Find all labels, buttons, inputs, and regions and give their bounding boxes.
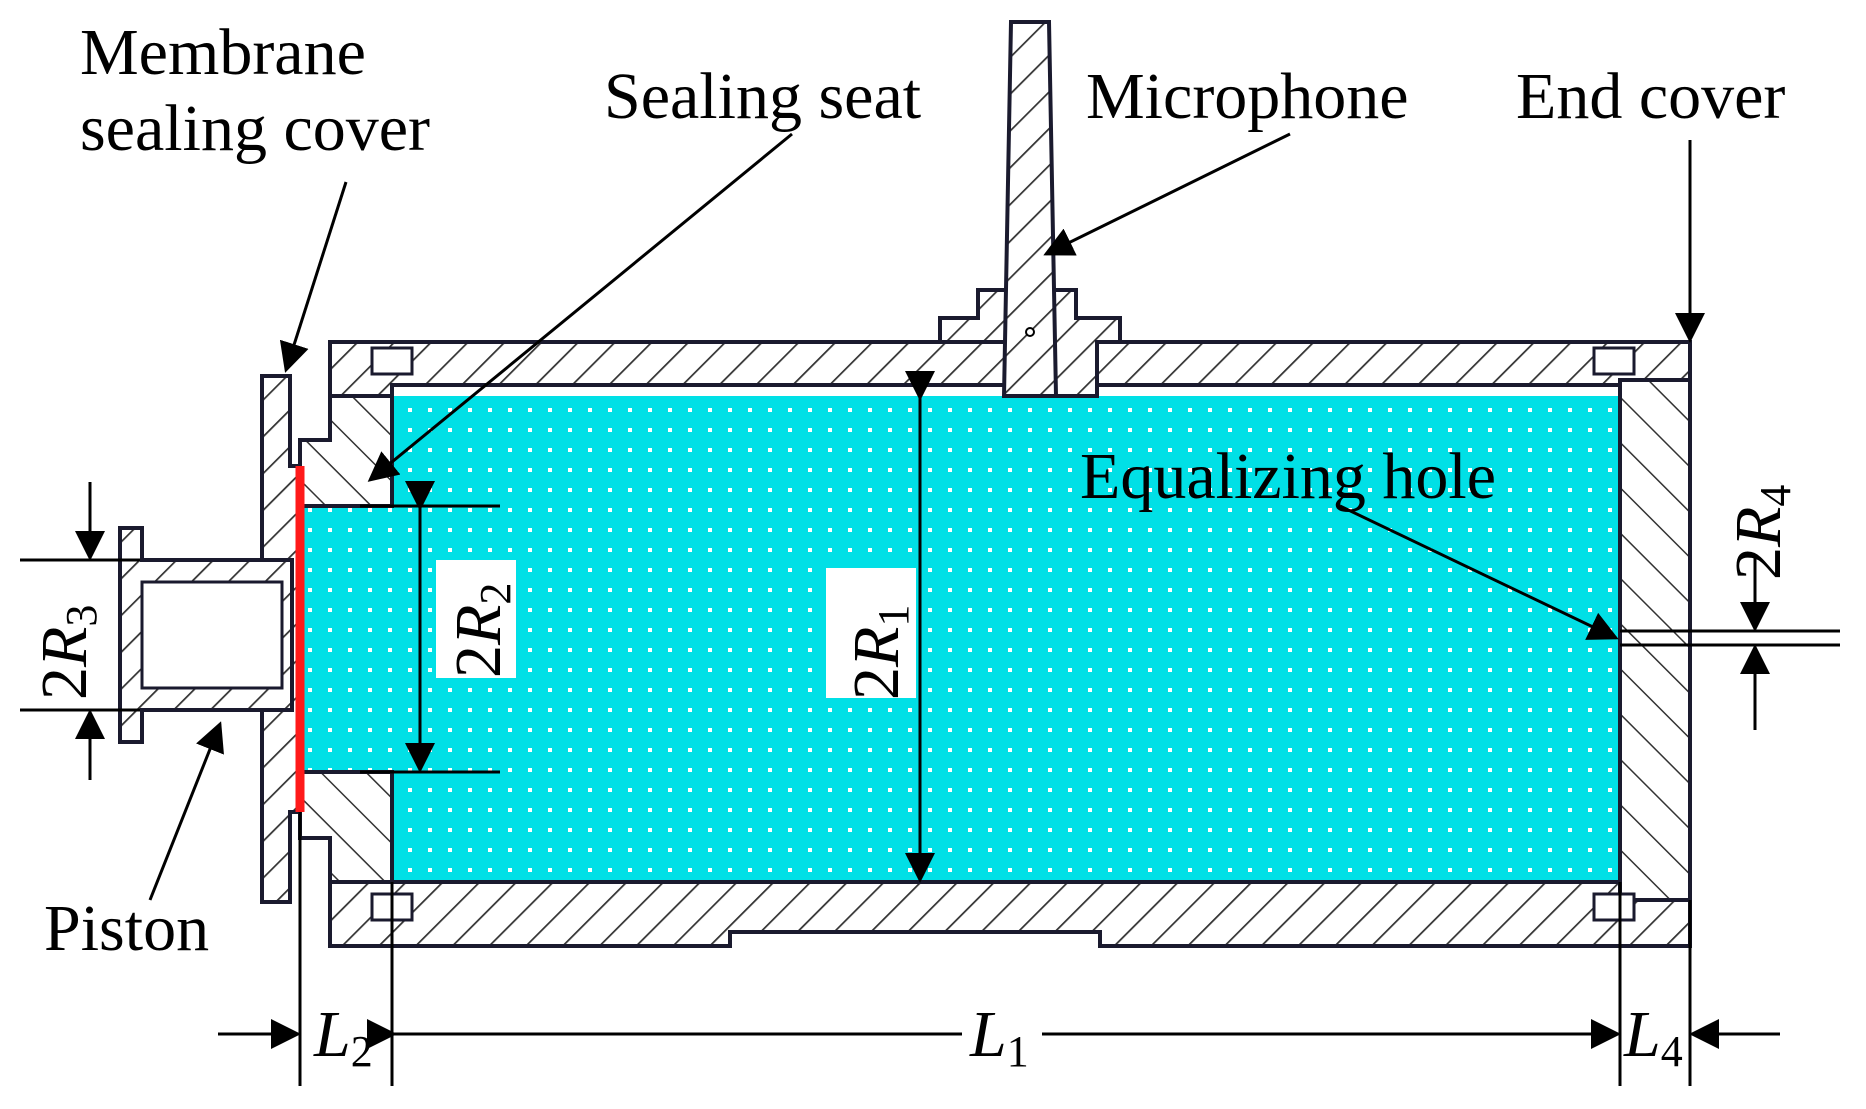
dim-2r4-sub: 4 <box>1751 485 1800 507</box>
fluid-chamber <box>392 396 1620 882</box>
r2-label-bg <box>436 560 516 678</box>
label-membrane-line2: sealing cover <box>80 92 430 165</box>
piston-bore <box>140 580 284 690</box>
dim-label-2r2: 2R2 <box>442 583 520 678</box>
dim-l1-sub: 1 <box>1007 1027 1029 1076</box>
dim-label-2r1: 2R1 <box>840 605 918 700</box>
dim-2r1-var: R <box>840 627 913 668</box>
dim-2r3-sub: 3 <box>57 605 106 627</box>
end-cover-cutout-bottom <box>1592 892 1636 922</box>
label-end-cover: End cover <box>1516 60 1785 133</box>
seat-cutout-top <box>370 346 414 376</box>
end-cover-cutout-top <box>1592 346 1636 376</box>
dim-label-2r4: 2R4 <box>1722 485 1800 580</box>
microphone-sensor <box>1025 327 1035 337</box>
dim-label-2r3: 2R3 <box>28 605 106 700</box>
label-sealing-seat: Sealing seat <box>604 60 921 133</box>
dim-l4-sub: 4 <box>1661 1027 1683 1076</box>
dim-2r4-var: R <box>1722 507 1795 548</box>
label-piston: Piston <box>44 892 209 965</box>
label-equalizing-hole: Equalizing hole <box>1080 440 1496 513</box>
dim-2r2-var: R <box>442 605 515 646</box>
dim-l1-var: L <box>969 998 1007 1071</box>
microphone-body <box>1001 20 1059 398</box>
dim-2r1-prefix: 2 <box>840 667 913 700</box>
leader-lines <box>148 132 1705 901</box>
dim-2r4-prefix: 2 <box>1722 547 1795 580</box>
bottom-shell-wall <box>328 880 1692 948</box>
dim-2r2-prefix: 2 <box>442 645 515 678</box>
dim-label-l2: L2 <box>313 998 373 1076</box>
dim-label-l4: L4 <box>1623 998 1683 1076</box>
end-cover <box>1618 378 1692 902</box>
dim-l4-var: L <box>1623 998 1661 1071</box>
dim-2r3-var: R <box>28 627 101 668</box>
dim-l2-sub: 2 <box>351 1027 373 1076</box>
dim-2r2-sub: 2 <box>471 583 520 605</box>
l1-label-bg <box>962 1000 1042 1070</box>
dim-l2-var: L <box>313 998 351 1071</box>
label-membrane-line1: Membrane <box>80 16 366 89</box>
dim-2r1-sub: 1 <box>869 605 918 627</box>
r1-label-bg <box>826 568 916 698</box>
dim-2r3-prefix: 2 <box>28 667 101 700</box>
label-microphone: Microphone <box>1086 60 1409 133</box>
fluid-neck <box>300 506 396 772</box>
dim-label-l1: L1 <box>969 998 1029 1076</box>
